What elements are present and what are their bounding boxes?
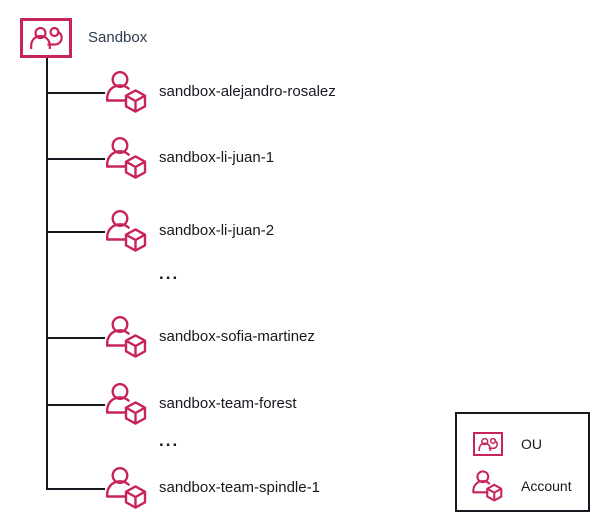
tree-branch-line (46, 488, 105, 490)
account-node-2[interactable] (104, 208, 150, 254)
account-label-2: sandbox-li-juan-2 (159, 222, 275, 239)
legend-label-account: Account (521, 478, 572, 494)
account-node-1[interactable] (104, 135, 150, 181)
legend-label-ou: OU (521, 436, 542, 452)
account-icon (104, 135, 150, 181)
account-icon (471, 469, 505, 503)
account-node-0[interactable] (104, 69, 150, 115)
account-icon (104, 69, 150, 115)
legend-box: OU Account (455, 412, 590, 512)
account-node-5[interactable] (104, 465, 150, 511)
tree-trunk-line (46, 58, 48, 489)
ou-icon (473, 432, 503, 456)
ou-node-sandbox[interactable] (20, 18, 72, 58)
tree-branch-line (46, 231, 105, 233)
tree-branch-line (46, 158, 105, 160)
legend-item-account: Account (457, 464, 588, 508)
accounts-ellipsis-2: ... (159, 431, 180, 450)
account-node-3[interactable] (104, 314, 150, 360)
tree-branch-line (46, 404, 105, 406)
tree-branch-line (46, 337, 105, 339)
account-node-4[interactable] (104, 381, 150, 427)
account-label-4: sandbox-team-forest (159, 395, 297, 412)
ou-icon (29, 27, 63, 49)
legend-item-ou: OU (457, 422, 588, 466)
root-node-label: Sandbox (88, 29, 148, 46)
account-icon (104, 314, 150, 360)
accounts-ellipsis-1: ... (159, 264, 180, 283)
account-label-5: sandbox-team-spindle-1 (159, 479, 320, 496)
account-icon (104, 208, 150, 254)
tree-branch-line (46, 92, 105, 94)
account-label-0: sandbox-alejandro-rosalez (159, 83, 336, 100)
account-label-1: sandbox-li-juan-1 (159, 149, 275, 166)
legend-account-swatch (465, 469, 511, 503)
account-icon (104, 465, 150, 511)
legend-ou-swatch (465, 432, 511, 456)
account-icon (104, 381, 150, 427)
account-label-3: sandbox-sofia-martinez (159, 328, 315, 345)
